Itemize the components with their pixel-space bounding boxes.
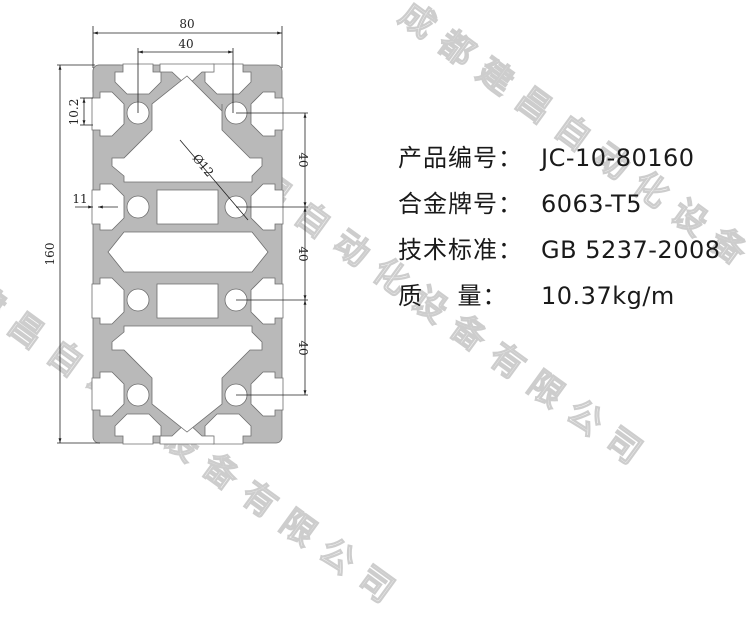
dim-overall-width: 80 — [179, 17, 194, 31]
dim-overall-height: 160 — [43, 243, 57, 266]
dim-pitch-2: 40 — [296, 246, 310, 261]
dim-wall-offset: 11 — [72, 192, 87, 206]
spec-row-alloy-grade: 合金牌号： 6063-T5 — [398, 189, 721, 235]
spec-row-weight: 质 量： 10.37kg/m — [398, 281, 721, 327]
dim-slot-pitch-width: 40 — [178, 37, 193, 51]
dim-pitch-1: 40 — [296, 152, 310, 167]
spec-value: GB 5237-2008 — [541, 236, 721, 264]
spec-row-product-code: 产品编号： JC-10-80160 — [398, 143, 721, 189]
spec-label: 产品编号： — [398, 144, 523, 172]
spec-value: JC-10-80160 — [541, 144, 695, 172]
dimension-lines — [57, 26, 308, 444]
spec-label: 质 量： — [398, 282, 508, 310]
spec-label: 合金牌号： — [398, 190, 523, 218]
spec-value: 6063-T5 — [541, 190, 642, 218]
spec-label: 技术标准： — [398, 236, 523, 264]
spec-row-standard: 技术标准： GB 5237-2008 — [398, 235, 721, 281]
profile-cross-section — [91, 63, 284, 445]
dim-pitch-3: 40 — [296, 340, 310, 355]
spec-value: 10.37kg/m — [541, 282, 675, 310]
spec-table: 产品编号： JC-10-80160 合金牌号： 6063-T5 技术标准： GB… — [398, 143, 721, 327]
dim-slot-opening: 10.2 — [67, 99, 81, 126]
profile-drawing: 80 40 160 10.2 11 Ø12 40 40 40 — [43, 17, 310, 445]
